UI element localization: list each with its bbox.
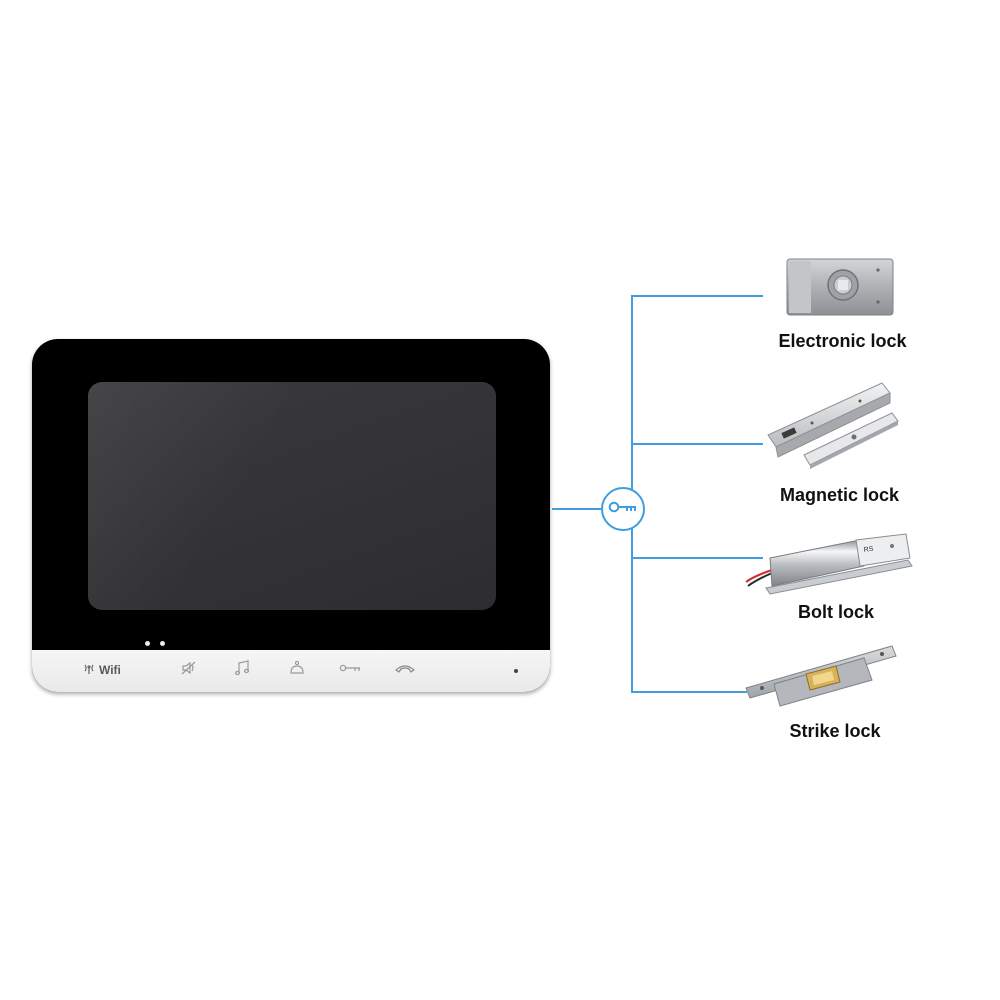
wifi-icon [82,661,96,680]
indicator-light [145,641,150,646]
lock-label: Electronic lock [778,331,907,351]
magnetic-lock-image [762,375,900,471]
connector-line [631,691,747,693]
strike-lock-image [744,640,898,712]
call-button[interactable] [392,659,418,681]
monitor-control-strip: Wifi [32,650,550,692]
wifi-indicator: Wifi [82,659,121,681]
indoor-monitor: Wifi [32,339,550,692]
connector-line [631,295,763,297]
mute-button[interactable] [178,659,200,681]
key-icon [339,661,363,680]
intercom-button[interactable] [286,659,308,681]
connector-line [631,443,763,445]
music-note-icon [233,659,251,681]
connector-line [552,508,602,510]
monitor-screen [88,382,496,610]
bell-icon [288,660,306,681]
unlock-connector [601,487,645,531]
lock-label: Bolt lock [797,602,874,622]
ringtone-button[interactable] [231,659,253,681]
key-icon [607,498,639,521]
wifi-label: Wifi [99,663,121,677]
lock-label: Strike lock [789,721,881,741]
mute-icon [180,660,198,681]
screen-glare [88,382,496,610]
phone-icon [394,661,416,680]
svg-text:RS: RS [863,546,874,554]
electronic-lock-image [785,256,897,318]
connector-line [631,557,763,559]
indicator-light [160,641,165,646]
unlock-button[interactable] [338,659,364,681]
microphone-hole [514,669,518,673]
lock-label: Magnetic lock [779,485,900,505]
bolt-lock-image: RS [742,530,914,596]
